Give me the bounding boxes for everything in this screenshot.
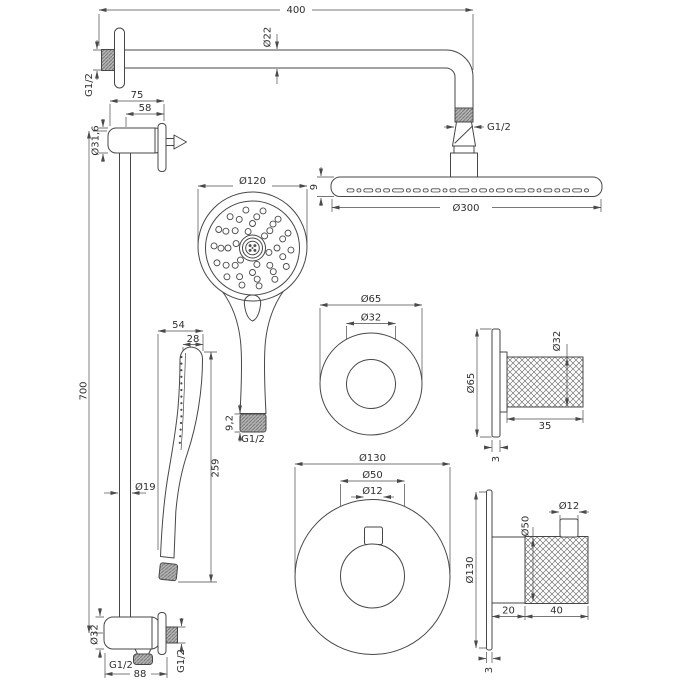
dim-side-depth: 28	[187, 334, 200, 345]
rain-head-plate	[330, 176, 603, 197]
mode-button	[245, 240, 260, 256]
dim-rail-height: 700	[79, 381, 90, 400]
stop-valve-front-view: Ø65 Ø32	[319, 293, 423, 436]
hand-shower-nut	[239, 413, 267, 433]
arm-tube-inner	[124, 67, 456, 109]
dim-thermostat-knob-diameter-side: Ø50	[520, 516, 532, 537]
dim-side-length: 259	[211, 458, 222, 477]
profile-nut	[158, 562, 179, 582]
profile-nozzle-dots	[178, 355, 183, 444]
swivel-seam	[454, 125, 473, 144]
thermostat-plate-side	[486, 489, 493, 651]
hand-shower-side-view: 54 28 259	[157, 320, 222, 583]
spray-nozzles	[210, 206, 295, 290]
dim-thermostat-plate-diameter: Ø130	[359, 452, 386, 464]
dim-arm-wall-thread: G1/2	[84, 73, 95, 97]
side-thread-fitting	[165, 626, 178, 644]
mode-button-dots	[248, 244, 257, 252]
rain-head-view: G1/2 Ø300 9	[309, 122, 603, 214]
outlet-thread-cap	[133, 653, 153, 665]
thermostat-button	[364, 526, 383, 545]
handle-inlay	[243, 294, 262, 322]
dim-thermostat-plate-diameter-side: Ø130	[464, 557, 476, 584]
swivel-ring	[453, 145, 475, 154]
dim-valve-knob-length: 35	[539, 421, 552, 432]
dim-bottom-bracket-width: 88	[134, 669, 147, 680]
rain-head-nozzles	[346, 188, 589, 193]
valve-plate-side	[491, 328, 501, 438]
dim-side-width: 54	[172, 320, 185, 331]
dim-valve-plate-thickness: 3	[491, 456, 502, 462]
mounting-pin	[173, 134, 187, 150]
dim-nut-height: 9,2	[225, 415, 236, 431]
dim-valve-plate-diameter-side: Ø65	[465, 373, 477, 394]
dim-top-bracket-offset: 58	[139, 103, 152, 114]
thermostat-knurled-knob	[524, 536, 589, 604]
thermostat-front-view: Ø130 Ø50 Ø12	[294, 452, 451, 655]
hand-shower-front-view: Ø120 9,2 G1/2	[197, 175, 308, 445]
stop-valve-side-view: Ø65 Ø32 35 3	[465, 328, 584, 462]
arm-end-thread	[454, 107, 474, 123]
dim-thermostat-button-diameter: Ø12	[362, 485, 383, 497]
dim-hand-shower-thread: G1/2	[241, 434, 265, 445]
thermostat-knob	[340, 543, 405, 609]
thermostat-button-side	[559, 518, 579, 538]
wall-flange	[114, 27, 125, 89]
dim-arm-length: 400	[286, 5, 305, 16]
dim-head-diameter: Ø300	[453, 202, 480, 214]
valve-plate	[319, 332, 423, 436]
valve-knurled-knob	[506, 356, 584, 408]
dim-thermostat-plate-thickness: 3	[484, 667, 495, 673]
rail-tube	[119, 152, 131, 618]
dim-head-thickness: 9	[309, 184, 320, 190]
dim-outlet-thread: G1/2	[109, 660, 133, 671]
dim-valve-knob-diameter: Ø32	[361, 312, 382, 324]
dim-valve-plate-diameter: Ø65	[361, 293, 382, 305]
dim-bottom-bracket-diameter: Ø32	[89, 624, 101, 645]
dim-face-diameter: Ø120	[239, 175, 266, 187]
dim-side-thread: G1/2	[176, 649, 187, 673]
dim-thermostat-knob-diameter: Ø50	[362, 469, 383, 481]
dim-thermostat-body-length: 20	[502, 606, 515, 617]
hand-shower-profile	[160, 346, 203, 559]
head-connector	[450, 152, 478, 178]
dim-thermostat-knob-length: 40	[550, 606, 563, 617]
thermostat-body	[491, 536, 526, 604]
dim-valve-knob-diameter-side: Ø32	[551, 331, 563, 352]
valve-knob	[346, 359, 396, 409]
bottom-bracket-wall-plate	[157, 612, 167, 655]
dim-thermostat-button-diameter-side: Ø12	[559, 500, 580, 512]
thermostat-side-view: Ø130 Ø12 Ø50 20 40 3	[464, 489, 589, 673]
dim-top-bracket-diameter: Ø31,6	[90, 125, 102, 155]
dim-top-bracket-width: 75	[131, 90, 144, 101]
slide-rail-view: 75 58 Ø31,6 700 Ø19 G1/2 G1/2	[79, 90, 187, 680]
shower-arm-view: 400 Ø22 G1/2	[84, 5, 478, 178]
wall-thread-fitting	[101, 49, 115, 71]
dim-head-thread: G1/2	[487, 122, 511, 133]
outlet-cone	[134, 648, 152, 655]
arm-tube-outer	[124, 49, 474, 109]
hand-shower-handle	[221, 290, 284, 414]
dim-arm-tube-diameter: Ø22	[262, 27, 274, 48]
dim-rail-tube-diameter: Ø19	[135, 481, 156, 493]
top-bracket-wall-plate	[157, 123, 167, 172]
valve-collar	[499, 351, 508, 413]
profile-seam	[180, 352, 186, 451]
